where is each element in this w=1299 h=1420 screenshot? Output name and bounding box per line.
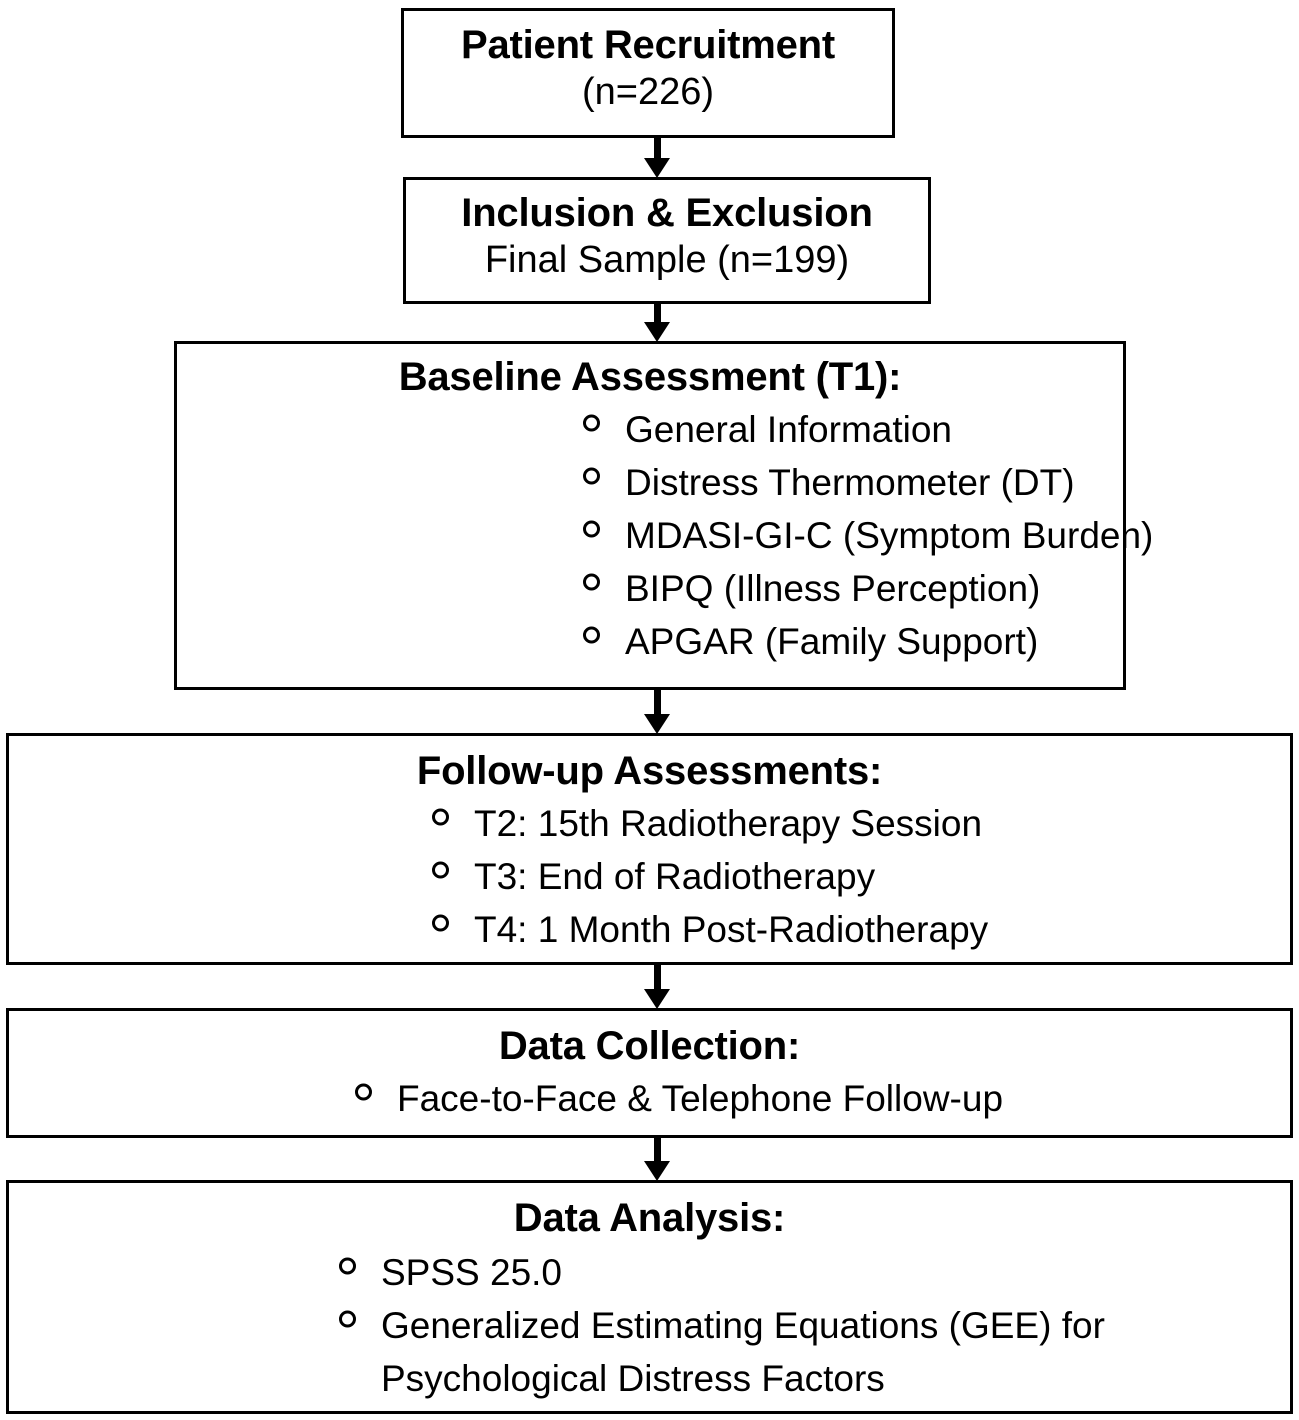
followup-assessments-list: T2: 15th Radiotherapy Session T3: End of…	[432, 798, 1290, 957]
arrow-shaft	[654, 1138, 661, 1163]
node-title-inclusion-exclusion: Inclusion & Exclusion	[461, 191, 873, 235]
arrow-head-icon	[644, 714, 670, 734]
node-inclusion-exclusion: Inclusion & Exclusion Final Sample (n=19…	[403, 177, 931, 304]
list-item: Distress Thermometer (DT)	[583, 457, 1123, 510]
list-item-label: General Information	[625, 409, 953, 451]
list-item-label: BIPQ (Illness Perception)	[625, 568, 1041, 610]
circle-bullet-icon	[339, 1257, 356, 1275]
circle-bullet-icon	[583, 520, 600, 538]
node-patient-recruitment: Patient Recruitment (n=226)	[401, 8, 895, 138]
node-baseline-assessment: Baseline Assessment (T1): General Inform…	[174, 341, 1153, 690]
list-item-label: Distress Thermometer (DT)	[625, 462, 1075, 504]
circle-bullet-icon	[432, 861, 449, 879]
list-item-label: Face-to-Face & Telephone Follow-up	[397, 1078, 1004, 1120]
circle-bullet-icon	[583, 414, 600, 432]
node-title-data-collection: Data Collection:	[498, 1024, 801, 1068]
arrow-shaft	[654, 690, 661, 716]
list-item-label: APGAR (Family Support)	[625, 621, 1039, 663]
circle-bullet-icon	[583, 467, 600, 485]
list-item-label: T4: 1 Month Post-Radiotherapy	[474, 909, 989, 951]
circle-bullet-icon	[432, 808, 449, 826]
list-item: T4: 1 Month Post-Radiotherapy	[432, 904, 1290, 957]
node-title-baseline-assessment: Baseline Assessment (T1):	[398, 355, 902, 399]
list-item: APGAR (Family Support)	[583, 616, 1123, 669]
node-title-data-analysis: Data Analysis:	[513, 1196, 786, 1240]
circle-bullet-icon	[583, 573, 600, 591]
circle-bullet-icon	[355, 1083, 372, 1101]
list-item: T3: End of Radiotherapy	[432, 851, 1290, 904]
data-collection-list: Face-to-Face & Telephone Follow-up	[355, 1073, 1290, 1126]
list-item: Generalized Estimating Equations (GEE) f…	[339, 1300, 1191, 1406]
arrow-baseline-to-followup	[644, 690, 670, 734]
node-title-followup-assessments: Follow-up Assessments:	[416, 749, 883, 793]
arrow-shaft	[654, 965, 661, 991]
node-subtitle-final-sample: Final Sample (n=199)	[484, 239, 850, 282]
circle-bullet-icon	[339, 1310, 356, 1328]
list-item-label: MDASI-GI-C (Symptom Burden)	[625, 515, 1154, 557]
list-item: T2: 15th Radiotherapy Session	[432, 798, 1290, 851]
arrow-head-icon	[644, 1161, 670, 1181]
arrow-shaft	[654, 138, 661, 160]
arrow-collection-to-analysis	[644, 1138, 670, 1181]
arrow-inclusion-to-baseline	[644, 304, 670, 342]
arrow-head-icon	[644, 989, 670, 1009]
list-item: BIPQ (Illness Perception)	[583, 563, 1123, 616]
list-item: General Information	[583, 404, 1123, 457]
node-subtitle-patient-recruitment: (n=226)	[581, 71, 715, 114]
arrow-recruitment-to-inclusion	[644, 138, 670, 178]
node-followup-assessments: Follow-up Assessments: T2: 15th Radiothe…	[6, 733, 1293, 965]
list-item-label: T3: End of Radiotherapy	[474, 856, 876, 898]
data-analysis-list: SPSS 25.0 Generalized Estimating Equatio…	[339, 1247, 1290, 1406]
list-item-label: Generalized Estimating Equations (GEE) f…	[381, 1305, 1105, 1400]
node-title-patient-recruitment: Patient Recruitment	[460, 23, 836, 67]
list-item-label: SPSS 25.0	[381, 1252, 563, 1294]
list-item: Face-to-Face & Telephone Follow-up	[355, 1073, 1290, 1126]
arrow-head-icon	[644, 158, 670, 178]
arrow-head-icon	[644, 322, 670, 342]
list-item: MDASI-GI-C (Symptom Burden)	[583, 510, 1153, 563]
circle-bullet-icon	[432, 914, 449, 932]
arrow-shaft	[654, 304, 661, 324]
node-data-collection: Data Collection: Face-to-Face & Telephon…	[6, 1008, 1293, 1138]
list-item: SPSS 25.0	[339, 1247, 1191, 1300]
node-data-analysis: Data Analysis: SPSS 25.0 Generalized Est…	[6, 1180, 1293, 1414]
arrow-followup-to-collection	[644, 965, 670, 1009]
list-item-label: T2: 15th Radiotherapy Session	[474, 803, 983, 845]
baseline-assessment-list: General Information Distress Thermometer…	[583, 404, 1153, 669]
circle-bullet-icon	[583, 626, 600, 644]
